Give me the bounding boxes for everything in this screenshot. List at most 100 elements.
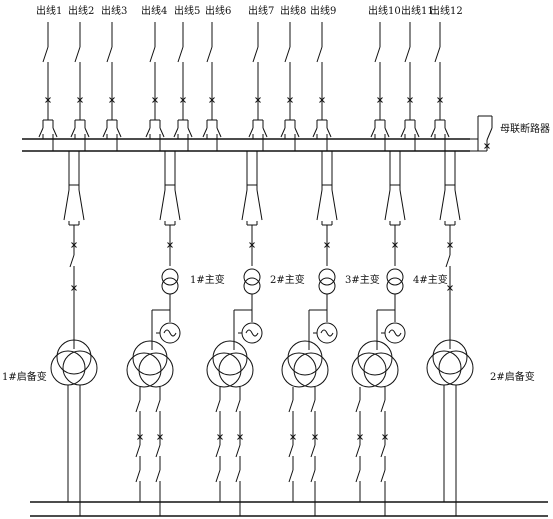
disconnector-blade: [38, 127, 44, 138]
breaker-cross: [109, 97, 115, 103]
disconnector-blade: [78, 189, 85, 221]
aux-breaker: [382, 434, 388, 440]
main-transformer-1-label: 1#主变: [190, 273, 225, 286]
feeder-12: [430, 22, 450, 151]
disconnector-blade: [215, 399, 221, 413]
breaker-cross: [382, 434, 388, 440]
disconnector-blade: [434, 46, 441, 63]
disconnector-blade: [52, 127, 58, 138]
disconnector-blade: [444, 127, 450, 138]
feeder-label: 出线9: [310, 4, 336, 17]
breaker-cross: [324, 242, 330, 248]
standby-breaker: [71, 285, 77, 291]
disconnector-blade: [84, 127, 90, 138]
disconnector-blade: [331, 189, 338, 221]
disconnector-blade: [63, 189, 70, 221]
disconnector-blade: [294, 127, 300, 138]
breaker-cross: [357, 434, 363, 440]
disconnector-blade: [280, 127, 286, 138]
disconnector-blade: [155, 444, 161, 458]
main-transformer-winding: [243, 277, 261, 295]
breaker-cross: [447, 242, 453, 248]
aux-transformer-winding: [363, 352, 399, 388]
breaker-cross: [287, 97, 293, 103]
disconnector-blade: [174, 189, 181, 221]
aux-breaker: [157, 434, 163, 440]
disconnector-blade: [235, 469, 241, 483]
disconnector-blade: [439, 189, 446, 221]
bay-breaker: [167, 242, 173, 248]
disconnector-blade: [145, 127, 151, 138]
main-transformer-4-label: 4#主变: [413, 273, 448, 286]
disconnector-blade: [235, 399, 241, 413]
disconnector-blade: [316, 189, 323, 221]
feeder-9: [312, 22, 332, 151]
aux-breaker: [357, 434, 363, 440]
feeder-3: [102, 22, 122, 151]
breaker-cross: [209, 97, 215, 103]
disconnector-blade: [135, 444, 141, 458]
feeder-label: 出线12: [430, 4, 463, 17]
disconnector-blade: [312, 127, 318, 138]
disconnector-blade: [316, 46, 323, 63]
disconnector-blade: [380, 444, 386, 458]
disconnector-blade: [284, 46, 291, 63]
feeder-breaker: [77, 97, 83, 103]
disconnector-blade: [70, 127, 76, 138]
disconnector-blade: [326, 127, 332, 138]
aux-transformer-winding: [138, 352, 174, 388]
disconnector-blade: [384, 189, 391, 221]
disconnector-blade: [404, 46, 411, 63]
feeder-7: [248, 22, 268, 151]
standby-breaker: [447, 285, 453, 291]
breaker-cross: [377, 97, 383, 103]
main-transformer-winding: [161, 268, 179, 286]
aux-breaker: [290, 434, 296, 440]
bay-disconnectors: [384, 184, 406, 225]
bay-disconnectors: [63, 184, 85, 225]
disconnector-blade: [288, 444, 294, 458]
main-transformer-winding: [386, 277, 404, 295]
feeder-1: [38, 22, 58, 151]
breaker-cross: [152, 97, 158, 103]
bus-coupler-label: 母联断路器: [500, 122, 550, 135]
feeder-label: 出线5: [174, 4, 200, 17]
disconnector-blade: [370, 127, 376, 138]
feeder-label: 出线2: [68, 4, 94, 17]
disconnector-blade: [310, 399, 316, 413]
feeder-2: [70, 22, 90, 151]
generator-wave: [245, 329, 259, 337]
disconnector-blade: [430, 127, 436, 138]
feeder-breaker: [109, 97, 115, 103]
breaker-cross: [312, 434, 318, 440]
feeder-label: 出线3: [101, 4, 127, 17]
feeder-breaker: [319, 97, 325, 103]
disconnector-blade: [135, 399, 141, 413]
generator-wave: [320, 329, 334, 337]
disconnector-blade: [187, 127, 193, 138]
breaker-cross: [71, 242, 77, 248]
main-transformer-winding: [243, 268, 261, 286]
breaker-cross: [217, 434, 223, 440]
disconnector-blade: [106, 46, 113, 63]
disconnector-blade: [241, 189, 248, 221]
breaker-cross: [249, 242, 255, 248]
feeder-breaker: [180, 97, 186, 103]
aux-transformer-winding: [218, 352, 254, 388]
standby-transformer-winding: [432, 339, 468, 375]
disconnector-blade: [177, 46, 184, 63]
standby-transformer-1-label: 1#启备变: [2, 370, 47, 383]
aux-transformer-winding: [132, 340, 168, 376]
feeder-4: [145, 22, 165, 151]
feeder-label: 出线10: [368, 4, 401, 17]
breaker-cross: [71, 285, 77, 291]
disconnector-blade: [102, 127, 108, 138]
feeder-8: [280, 22, 300, 151]
bay-disconnectors: [316, 184, 338, 225]
bay-breaker: [324, 242, 330, 248]
disconnector-blade: [310, 444, 316, 458]
disconnector-blade: [310, 469, 316, 483]
disconnector-blade: [235, 444, 241, 458]
aux-transformer-winding: [351, 352, 387, 388]
standby-transformer-winding: [56, 339, 92, 375]
